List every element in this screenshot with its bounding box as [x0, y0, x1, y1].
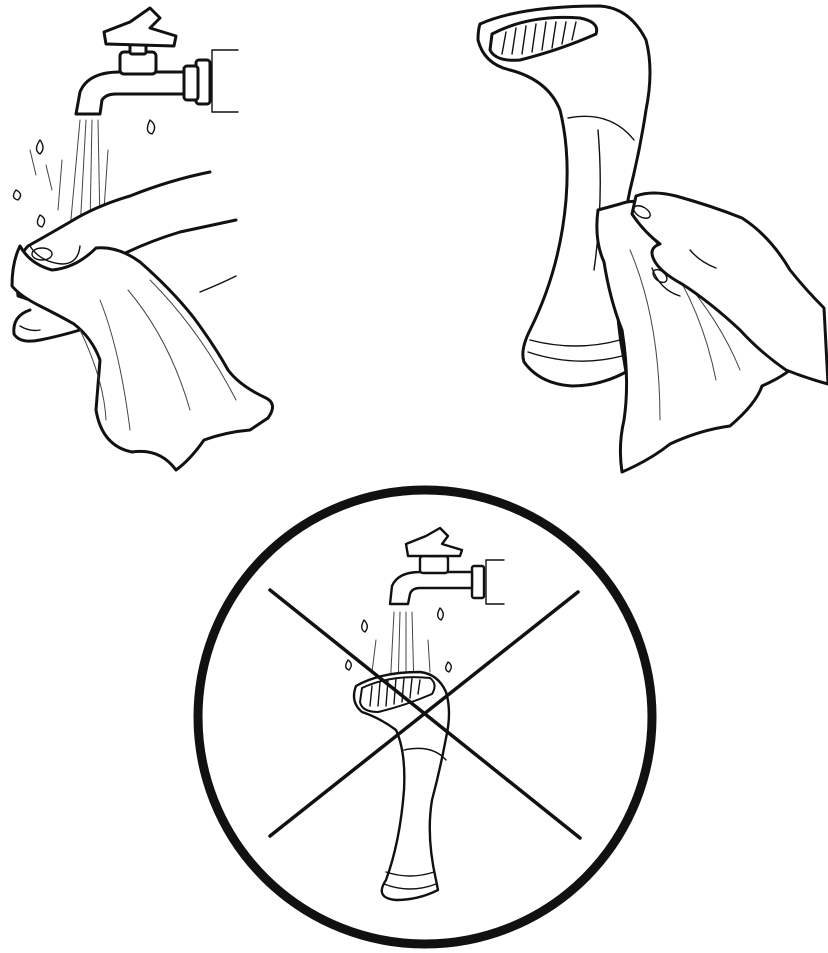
faucet-icon [390, 528, 504, 604]
faucet-icon [76, 8, 238, 114]
panel-no-water-on-steamer [198, 490, 652, 944]
cloth-icon [12, 246, 273, 470]
panel-wipe-steamer [478, 6, 828, 472]
panel-rinse-cloth [12, 8, 273, 470]
